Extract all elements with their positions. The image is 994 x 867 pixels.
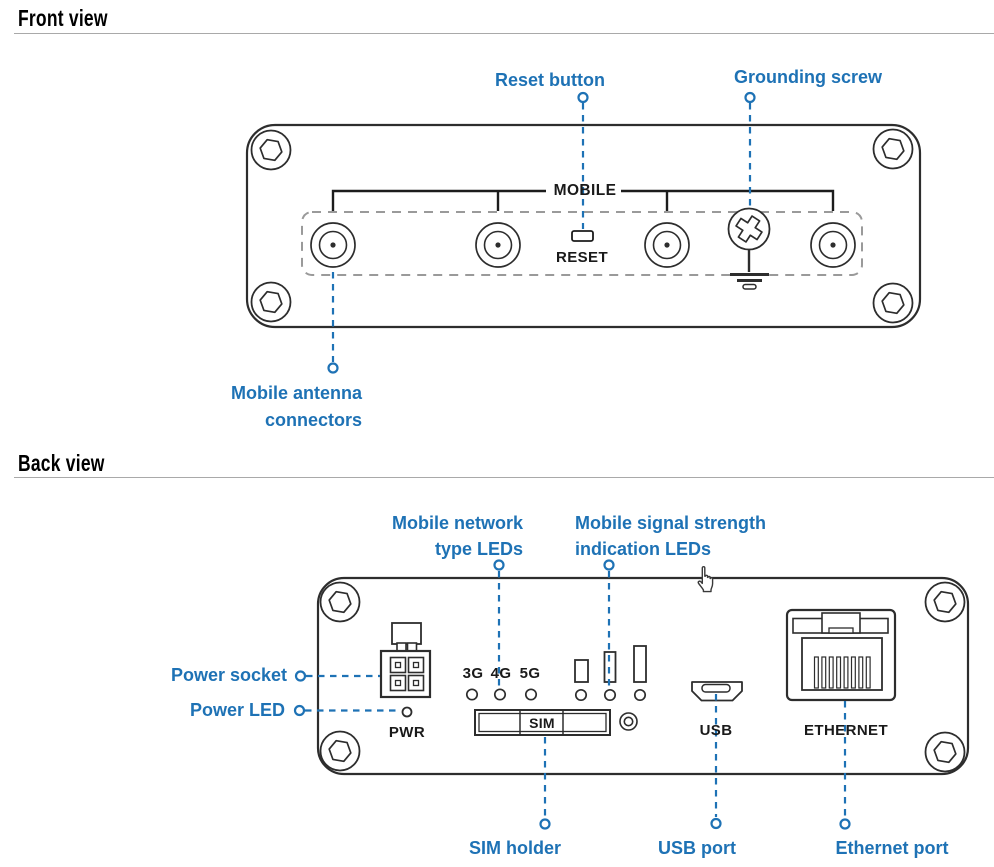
antenna-connector-icon — [310, 222, 356, 268]
antenna-connector-icon — [475, 222, 521, 268]
network-type-led-icon — [465, 688, 479, 701]
callout-label-signal-leds-line2: indication LEDs — [575, 539, 712, 559]
hex-screw-icon — [250, 281, 292, 323]
callout-label-usb-port: USB port — [658, 838, 736, 858]
back-device — [316, 576, 970, 776]
callout-label-network-leds-line1: Mobile network — [391, 513, 523, 533]
antenna-connector-icon — [810, 222, 856, 268]
ethernet-port-icon — [785, 608, 897, 702]
callout-label-network-leds: Mobile network type LEDs — [392, 510, 523, 562]
hex-screw-icon — [924, 581, 966, 623]
hex-screw-icon — [872, 282, 914, 324]
signal-led-icon — [633, 688, 647, 702]
mobile-bracket — [331, 189, 835, 211]
network-type-led-icon — [524, 688, 538, 701]
network-3g-label: 3G — [462, 665, 484, 682]
antenna-connector-icon — [644, 222, 690, 268]
network-type-led-icon — [493, 688, 507, 701]
pwr-label: PWR — [388, 724, 426, 741]
signal-led-icon — [574, 688, 588, 702]
callout-label-signal-leds: Mobile signal strength indication LEDs — [575, 510, 766, 562]
hex-screw-icon — [872, 128, 914, 170]
hex-screw-icon — [319, 730, 361, 772]
callout-label-power-led: Power LED — [189, 700, 285, 720]
callout-label-mobile-antenna-line2: connectors — [264, 410, 362, 430]
ground-symbol-icon — [730, 250, 769, 290]
callout-label-signal-leds-line1: Mobile signal strength — [575, 513, 767, 533]
callout-label-grounding-screw: Grounding screw — [733, 67, 883, 87]
hex-screw-icon — [924, 731, 966, 773]
hex-screw-icon — [250, 129, 292, 171]
power-led-icon — [401, 706, 413, 718]
reset-button-icon — [571, 230, 594, 242]
callout-label-mobile-antenna: Mobile antenna connectors — [231, 380, 362, 434]
usb-port-icon — [691, 681, 743, 702]
grounding-screw-icon — [727, 207, 771, 251]
antenna-group-dashed-box — [301, 211, 863, 276]
callout-label-power-socket: Power socket — [170, 665, 287, 685]
back-view-heading: Back view — [18, 450, 105, 476]
callout-lines — [305, 103, 847, 818]
sim-eject-icon — [619, 712, 638, 731]
callout-label-network-leds-line2: type LEDs — [434, 539, 523, 559]
usb-label: USB — [699, 722, 733, 739]
pointer-cursor-icon — [697, 566, 714, 593]
signal-led-icon — [603, 688, 617, 702]
front-view-heading: Front view — [18, 5, 108, 31]
power-socket-icon — [379, 622, 432, 699]
reset-port-label: RESET — [555, 249, 609, 266]
mobile-group-label: MOBILE — [553, 182, 617, 199]
network-4g-label: 4G — [490, 665, 512, 682]
callout-label-mobile-antenna-line1: Mobile antenna — [230, 383, 362, 403]
hex-screw-icon — [319, 581, 361, 623]
sim-tray-icon — [474, 709, 611, 736]
front-view-divider — [14, 33, 994, 34]
callout-label-reset-button: Reset button — [495, 70, 605, 90]
callout-label-sim-holder: SIM holder — [468, 838, 562, 858]
sim-label: SIM — [529, 715, 555, 731]
ethernet-label: ETHERNET — [803, 722, 889, 739]
back-view-divider — [14, 477, 994, 478]
callout-label-ethernet-port: Ethernet port — [835, 838, 949, 858]
network-5g-label: 5G — [519, 665, 541, 682]
